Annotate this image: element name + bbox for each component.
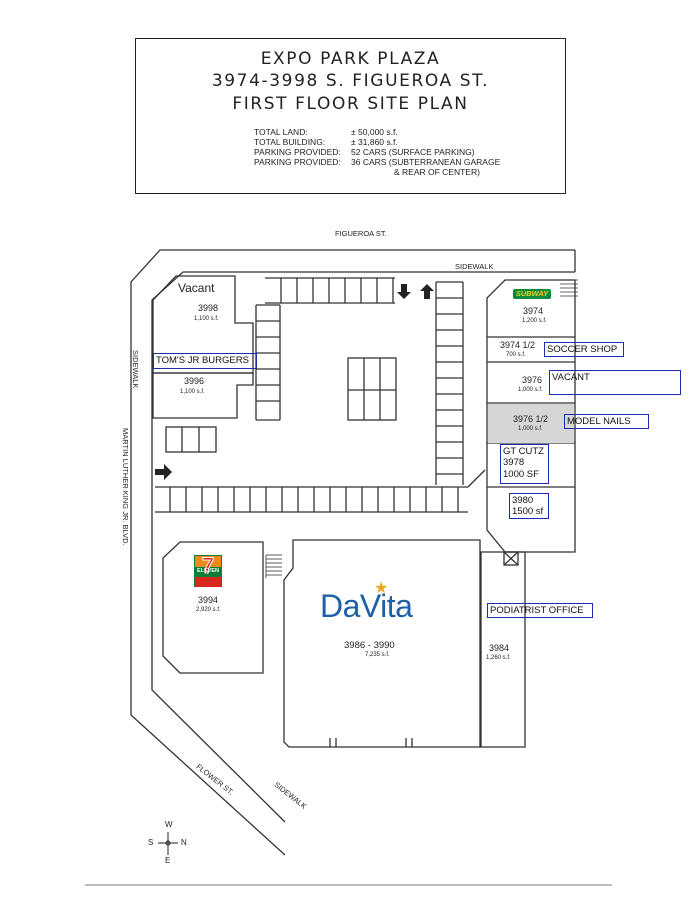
davita-logo: DaVita: [320, 588, 413, 624]
subway-logo: SUBWAY: [513, 289, 551, 299]
stat-value: ± 31,860 s.f.: [351, 137, 398, 147]
tenant-soccer-shop: SOCCER SHOP: [544, 342, 624, 357]
unit-number: 3994: [198, 595, 219, 605]
hatch-fill: [488, 404, 574, 443]
stairs: [265, 279, 578, 578]
unit-number: 3984: [489, 643, 510, 653]
stat-label: TOTAL LAND:: [254, 127, 308, 137]
parking-small-left: [165, 426, 217, 453]
unit-size: 1,000 s.f.: [518, 387, 543, 393]
unit-number: 3986 - 3990: [344, 640, 395, 651]
unit-size: 7,235 s.f.: [365, 652, 390, 658]
plaza-name: EXPO PARK PLAZA: [260, 49, 441, 69]
unit-number: 3976: [522, 375, 543, 385]
unit-size: 1,100 s.f.: [194, 316, 219, 322]
parking-top-row: [265, 277, 395, 304]
unit-number: 3996: [184, 376, 205, 386]
compass-w: W: [165, 820, 173, 829]
parking-bottom-row: [155, 469, 486, 513]
compass-n: N: [181, 838, 187, 847]
unit-size: 1,100 s.f.: [180, 389, 205, 395]
unit-size: 1,000 s.f.: [518, 426, 543, 432]
sidewalk-top: SIDEWALK: [455, 262, 494, 271]
outer-property-line: [130, 249, 575, 856]
star-icon: ★: [374, 580, 389, 597]
inner-curb-line: [151, 271, 575, 823]
unit-size: 2,920 s.f.: [196, 607, 221, 613]
tenant-model-nails: MODEL NAILS: [564, 414, 649, 429]
plaza-address: 3974-3998 S. FIGUEROA ST.: [211, 71, 490, 91]
title-block: EXPO PARK PLAZA 3974-3998 S. FIGUEROA ST…: [135, 38, 566, 194]
unit-3980-box: 3980 1500 sf: [509, 493, 549, 519]
traffic-arrows: [155, 284, 434, 480]
tenant-vacant-3998: Vacant: [178, 281, 215, 295]
unit-number: 3980: [512, 495, 534, 506]
plan-title: FIRST FLOOR SITE PLAN: [232, 94, 469, 114]
right-building-group: [486, 279, 576, 553]
unit-number: 3998: [198, 303, 219, 313]
building-3996: [152, 372, 254, 419]
parking-right-column: [435, 281, 464, 485]
stat-value: ± 50,000 s.f.: [351, 127, 398, 137]
unit-size: 700 s.f.: [506, 352, 526, 358]
unit-size: 1000 SF: [503, 468, 539, 480]
unit-size: 1,260 s.f.: [486, 655, 511, 661]
compass-s: S: [148, 838, 154, 847]
stat-value: 52 CARS (SURFACE PARKING): [351, 147, 475, 157]
center-island-spaces: [347, 357, 397, 421]
stat-value: & REAR OF CENTER): [394, 167, 480, 177]
building-3998: [152, 275, 254, 374]
building-3994: [162, 541, 264, 674]
unit-number: 3974: [523, 306, 544, 316]
street-figueroa: FIGUEROA ST.: [335, 229, 387, 238]
unit-number: 3974 1/2: [500, 340, 536, 350]
building-3986: [283, 539, 481, 748]
unit-number: 3978: [503, 457, 525, 469]
compass-e: E: [165, 856, 171, 865]
tenant-name: GT CUTZ: [503, 446, 544, 457]
tenant-toms-jr-burgers: TOM'S JR BURGERS: [153, 353, 257, 369]
stat-label: PARKING PROVIDED:: [254, 147, 341, 157]
unit-size: 1,200 s.f.: [522, 318, 547, 324]
unit-size: 1500 sf: [512, 506, 544, 518]
stat-label: PARKING PROVIDED:: [254, 157, 341, 167]
tenant-vacant-3976: VACANT: [549, 370, 681, 395]
unit-number: 3976 1/2: [513, 414, 549, 424]
tenant-podiatrist-office: PODIATRIST OFFICE: [487, 603, 593, 618]
seven-eleven-logo: 7 ELEVEN: [194, 553, 222, 587]
stat-value: 36 CARS (SUBTERRANEAN GARAGE: [351, 157, 501, 167]
tenant-gt-cutz: GT CUTZ 3978 1000 SF: [500, 444, 549, 484]
stat-label: TOTAL BUILDING:: [254, 137, 326, 147]
